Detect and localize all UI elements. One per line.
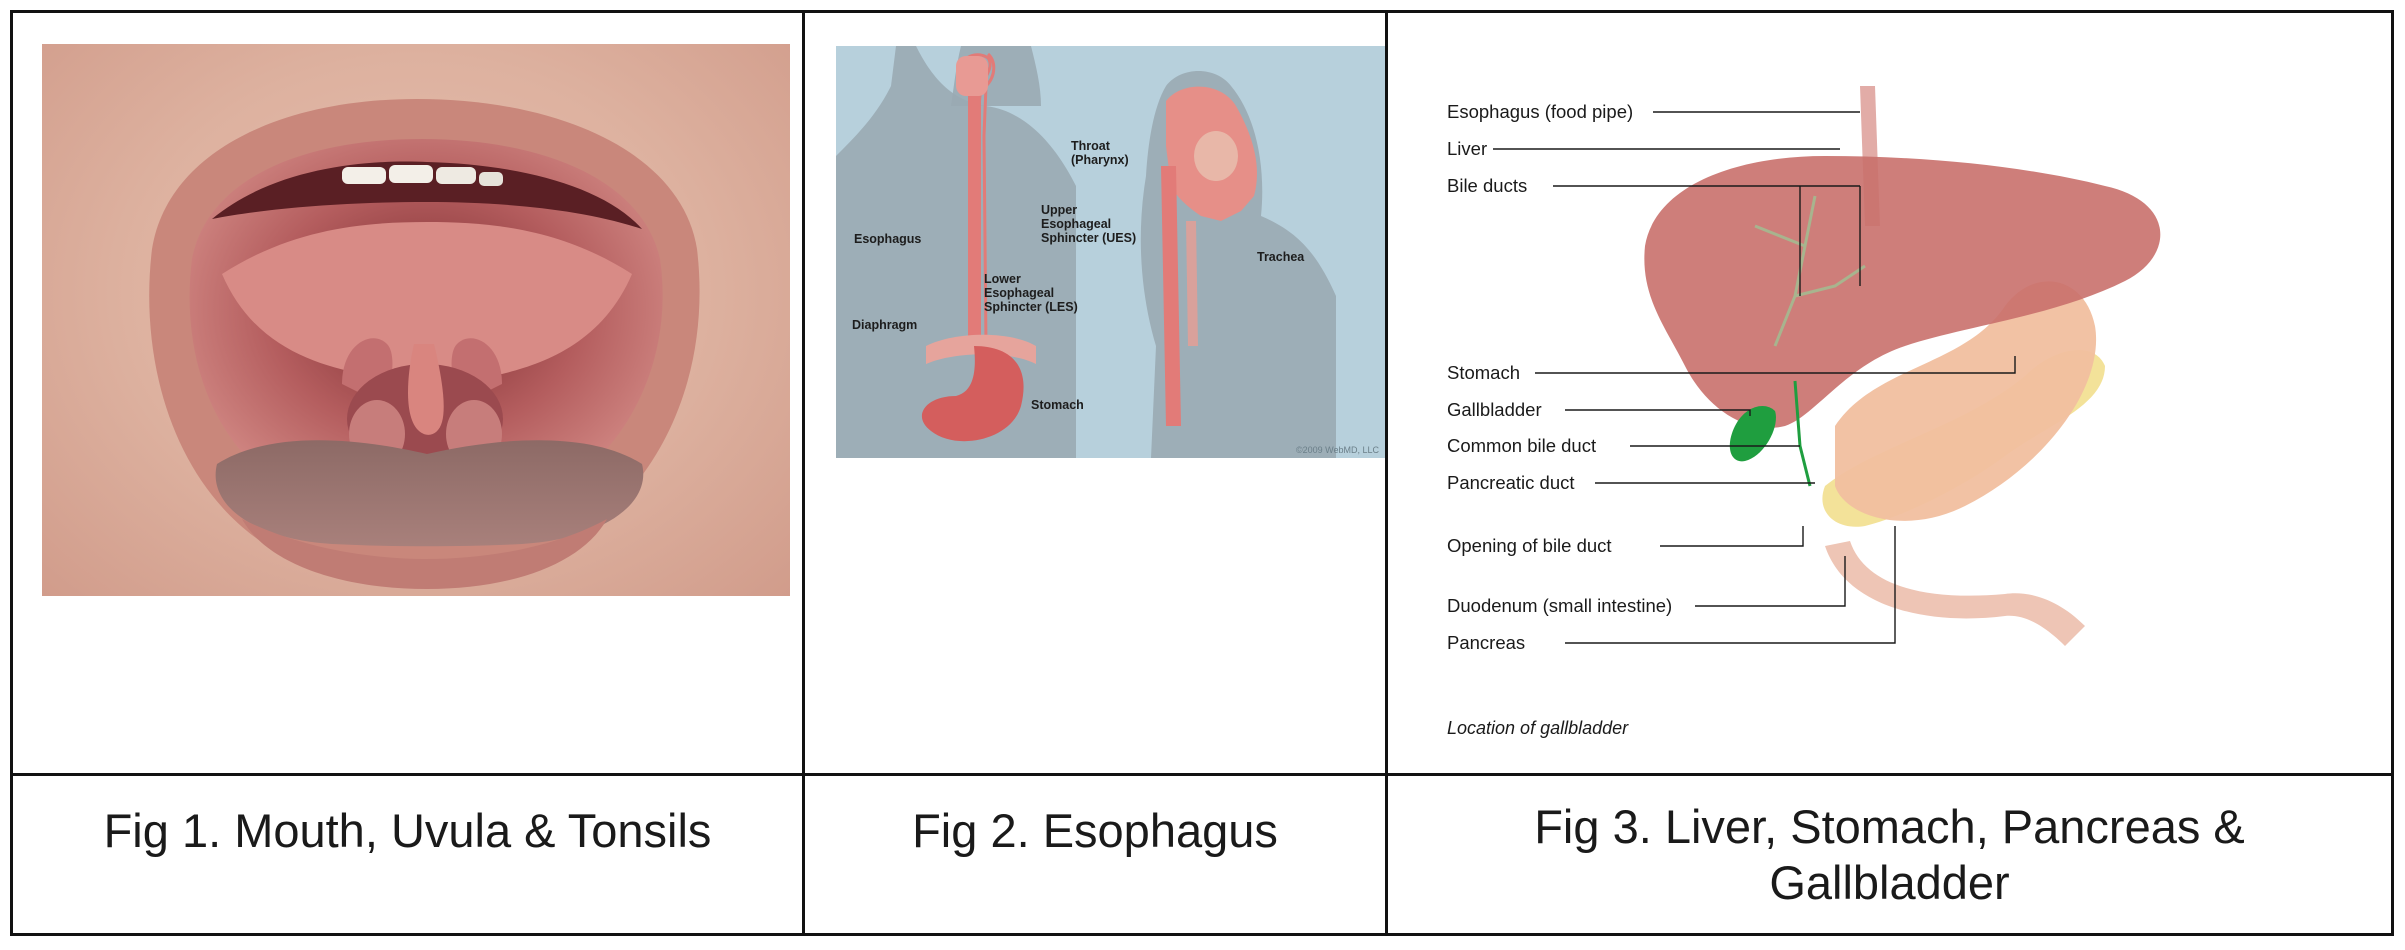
label-esophagus: Esophagus [854,232,922,246]
label-stomach: Stomach [1031,398,1084,412]
copyright-text: ©2009 WebMD, LLC [1295,445,1379,455]
label-duodenum: Duodenum (small intestine) [1447,595,1673,616]
caption-fig-3-line-2: Gallbladder [1769,855,2010,909]
figure-table: Esophagus Diaphragm Lower Esophageal Sph… [10,10,2394,936]
label-common-bile-duct: Common bile duct [1447,435,1597,456]
label-gallbladder: Gallbladder [1447,399,1542,420]
caption-fig-3-line-1: Fig 3. Liver, Stomach, Pancreas & [1534,799,2245,853]
label-stomach: Stomach [1447,362,1521,383]
table-border-left [10,10,13,936]
caption-fig-1: Fig 1. Mouth, Uvula & Tonsils [13,776,802,933]
label-upper-esophageal-sphincter: Upper Esophageal Sphincter (UES) [1041,203,1137,245]
label-pancreatic-duct: Pancreatic duct [1447,472,1575,493]
table-border-divider-2 [1385,10,1388,936]
label-trachea: Trachea [1257,250,1305,264]
caption-fig-2-text: Fig 2. Esophagus [912,803,1278,857]
table-border-bottom [10,933,2394,936]
label-opening-of-bile-duct: Opening of bile duct [1447,535,1612,556]
table-border-right [2391,10,2394,936]
caption-fig-3: Fig 3. Liver, Stomach, Pancreas & Gallbl… [1388,776,2391,933]
label-liver: Liver [1447,138,1488,159]
label-pancreas: Pancreas [1447,632,1526,653]
caption-fig-2: Fig 2. Esophagus [805,776,1385,933]
label-lower-esophageal-sphincter: Lower Esophageal Sphincter (LES) [984,272,1078,314]
liver-diagram: Esophagus (food pipe) Liver Bile ducts S… [1405,46,2385,756]
label-diaphragm: Diaphragm [852,318,918,332]
table-border-middle [10,773,2394,776]
label-throat-pharynx: Throat (Pharynx) [1071,139,1129,167]
label-bile-ducts: Bile ducts [1447,175,1528,196]
table-border-top [10,10,2394,13]
esophagus-diagram: Esophagus Diaphragm Lower Esophageal Sph… [836,46,1385,458]
caption-fig-1-text: Fig 1. Mouth, Uvula & Tonsils [103,803,712,857]
mouth-photo [42,44,790,596]
label-esophagus-food-pipe: Esophagus (food pipe) [1447,101,1634,122]
table-border-divider-1 [802,10,805,936]
figure-inner-caption: Location of gallbladder [1447,718,1629,738]
